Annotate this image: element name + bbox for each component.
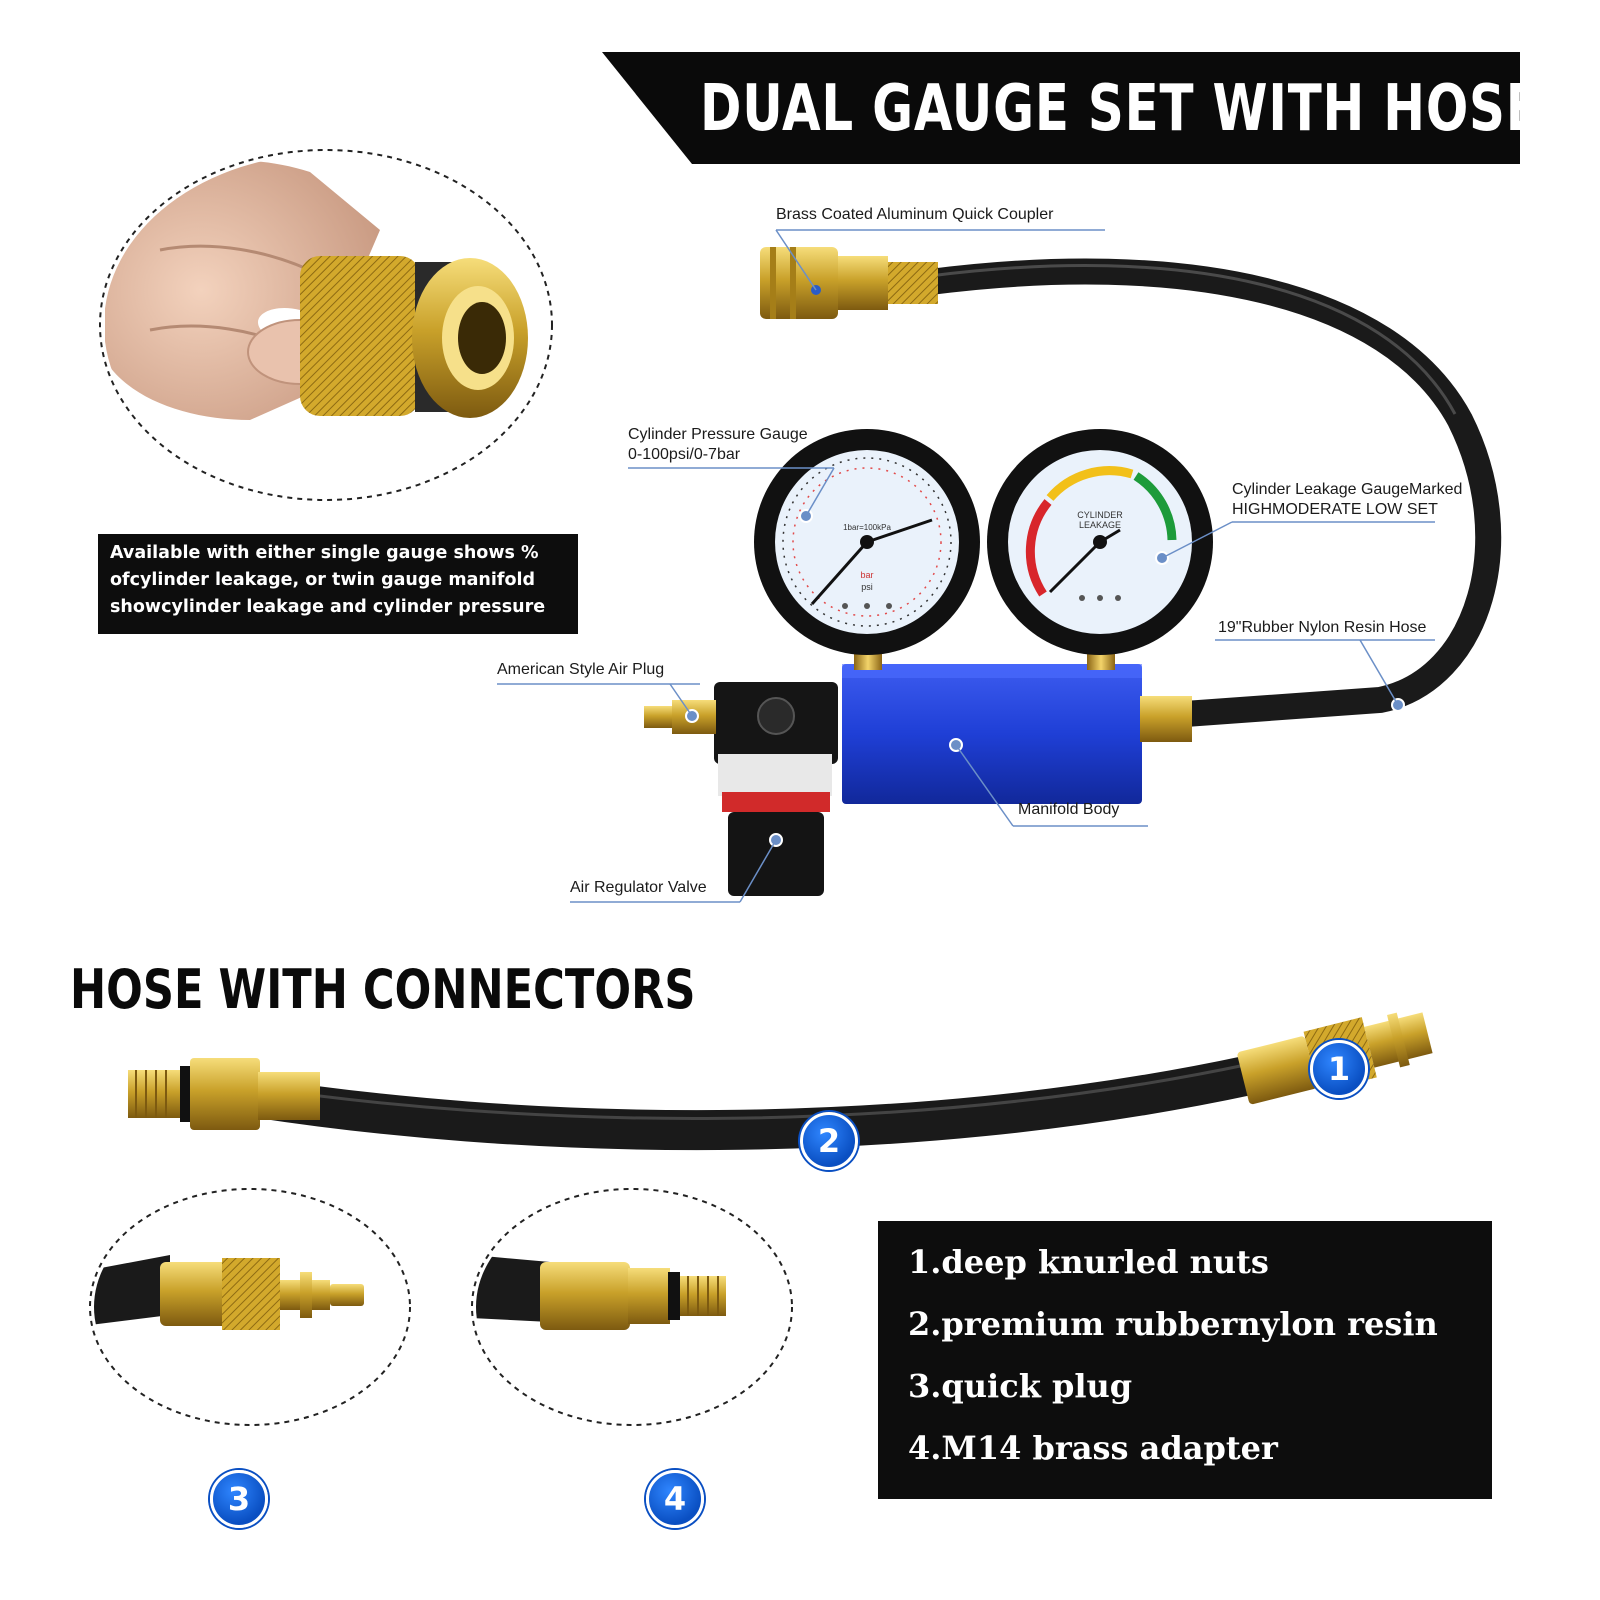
callout-leakage-gauge-line2: HIGHMODERATE LOW SET (1232, 501, 1438, 518)
pressure-face-psi: psi (861, 582, 873, 592)
features-list: 1.deep knurled nuts 2.premium rubbernylo… (878, 1221, 1492, 1499)
m14-adapter-closeup (471, 1188, 793, 1426)
coupler-closeup (99, 149, 553, 501)
pressure-face-bar: bar (860, 570, 873, 580)
callout-lines (497, 229, 1435, 903)
callout-manifold: Manifold Body (1018, 801, 1120, 818)
badge-4: 4 (646, 1470, 704, 1528)
callout-regulator: Air Regulator Valve (570, 879, 707, 896)
pressure-face-unit: 1bar=100kPa (843, 523, 891, 532)
hose-with-connectors (128, 1012, 1433, 1151)
title-banner (602, 52, 1520, 164)
badge-3: 3 (210, 1470, 268, 1528)
availability-note: Available with either single gauge shows… (98, 534, 578, 634)
feature-item: 1.deep knurled nuts (908, 1243, 1269, 1281)
supply-hose (917, 258, 1502, 727)
callout-leakage-gauge-line1: Cylinder Leakage GaugeMarked (1232, 481, 1463, 498)
callout-pressure-gauge-line1: Cylinder Pressure Gauge (628, 426, 808, 443)
badge-1: 1 (1310, 1040, 1368, 1098)
manifold-body (842, 664, 1192, 804)
callout-air-plug: American Style Air Plug (497, 661, 665, 678)
callout-leakage-gauge: Cylinder Leakage GaugeMarked HIGHMODERAT… (1232, 480, 1462, 520)
callout-pressure-gauge: Cylinder Pressure Gauge 0-100psi/0-7bar (628, 425, 808, 465)
air-regulator (714, 682, 838, 896)
callout-hose: 19"Rubber Nylon Resin Hose (1218, 619, 1427, 636)
availability-line: showcylinder leakage and cylinder pressu… (110, 597, 546, 617)
feature-item: 4.M14 brass adapter (908, 1429, 1278, 1467)
quick-plug-closeup (89, 1188, 411, 1426)
callout-pressure-gauge-line2: 0-100psi/0-7bar (628, 446, 741, 463)
feature-item: 3.quick plug (908, 1367, 1133, 1405)
leakage-gauge: CYLINDER LEAKAGE (987, 429, 1213, 655)
pressure-gauge: 1bar=100kPa bar psi (754, 429, 980, 655)
availability-line: ofcylinder leakage, or twin gauge manifo… (110, 570, 536, 590)
section-title: HOSE WITH CONNECTORS (70, 958, 696, 1021)
banner-title: DUAL GAUGE SET WITH HOSE (700, 72, 1541, 146)
availability-line: Available with either single gauge shows… (110, 543, 539, 563)
leakage-face-line1: CYLINDER (1077, 510, 1123, 520)
feature-item: 2.premium rubbernylon resin (908, 1305, 1438, 1343)
air-plug (644, 700, 716, 734)
badge-2: 2 (800, 1112, 858, 1170)
quick-coupler (760, 247, 938, 319)
leakage-face-line2: LEAKAGE (1079, 520, 1121, 530)
callout-coupler: Brass Coated Aluminum Quick Coupler (776, 206, 1054, 223)
